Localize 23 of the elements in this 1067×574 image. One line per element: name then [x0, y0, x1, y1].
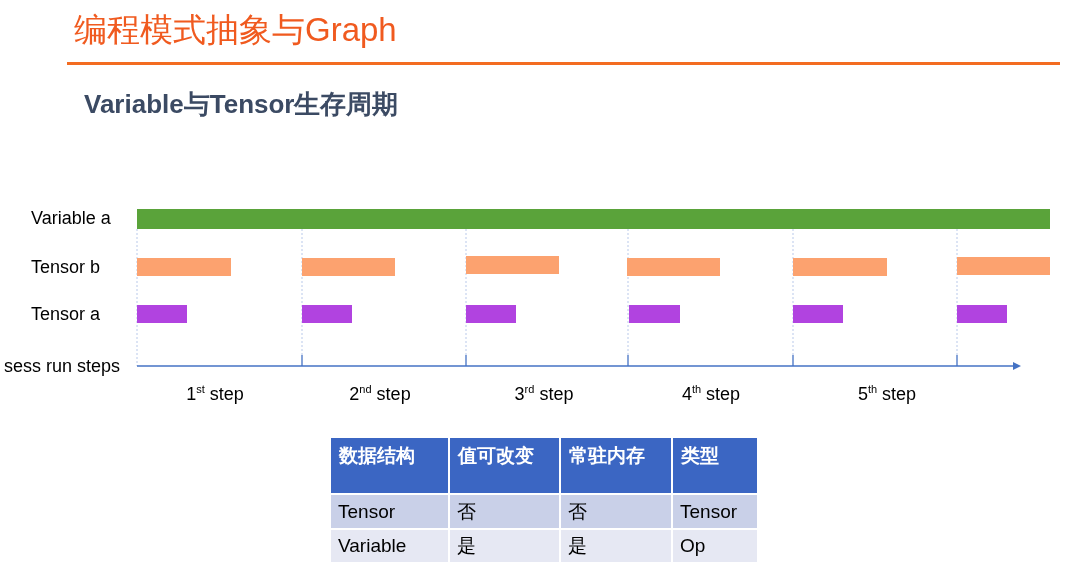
row-label: Tensor b — [31, 256, 101, 279]
table-header-cell: 类型 — [673, 438, 757, 493]
table-cell: 否 — [561, 495, 671, 528]
table-cell: 是 — [561, 530, 671, 562]
table-cell: 是 — [450, 530, 559, 562]
table-cell: Variable — [331, 530, 448, 562]
axis-label: sess run steps — [4, 355, 121, 378]
step-label: 2$^{nd}$ step — [349, 382, 411, 406]
row-label: Tensor a — [31, 303, 101, 326]
section-heading: Variable与Tensor生存周期 — [84, 88, 399, 121]
step-label: 5$^{th}$ step — [857, 382, 917, 406]
step-label: 4$^{th}$ step — [681, 382, 741, 406]
step-label: 1$^{st}$ step — [186, 382, 244, 406]
table-cell: Op — [673, 530, 757, 562]
step-label: 3$^{rd}$ step — [514, 382, 574, 406]
table-header-cell: 常驻内存 — [561, 438, 671, 493]
page-title: 编程模式抽象与Graph — [74, 10, 397, 50]
table-header-cell: 数据结构 — [331, 438, 448, 493]
table-cell: Tensor — [331, 495, 448, 528]
table-header-cell: 值可改变 — [450, 438, 559, 493]
table-cell: 否 — [450, 495, 559, 528]
table-cell: Tensor — [673, 495, 757, 528]
row-label: Variable a — [31, 207, 111, 230]
